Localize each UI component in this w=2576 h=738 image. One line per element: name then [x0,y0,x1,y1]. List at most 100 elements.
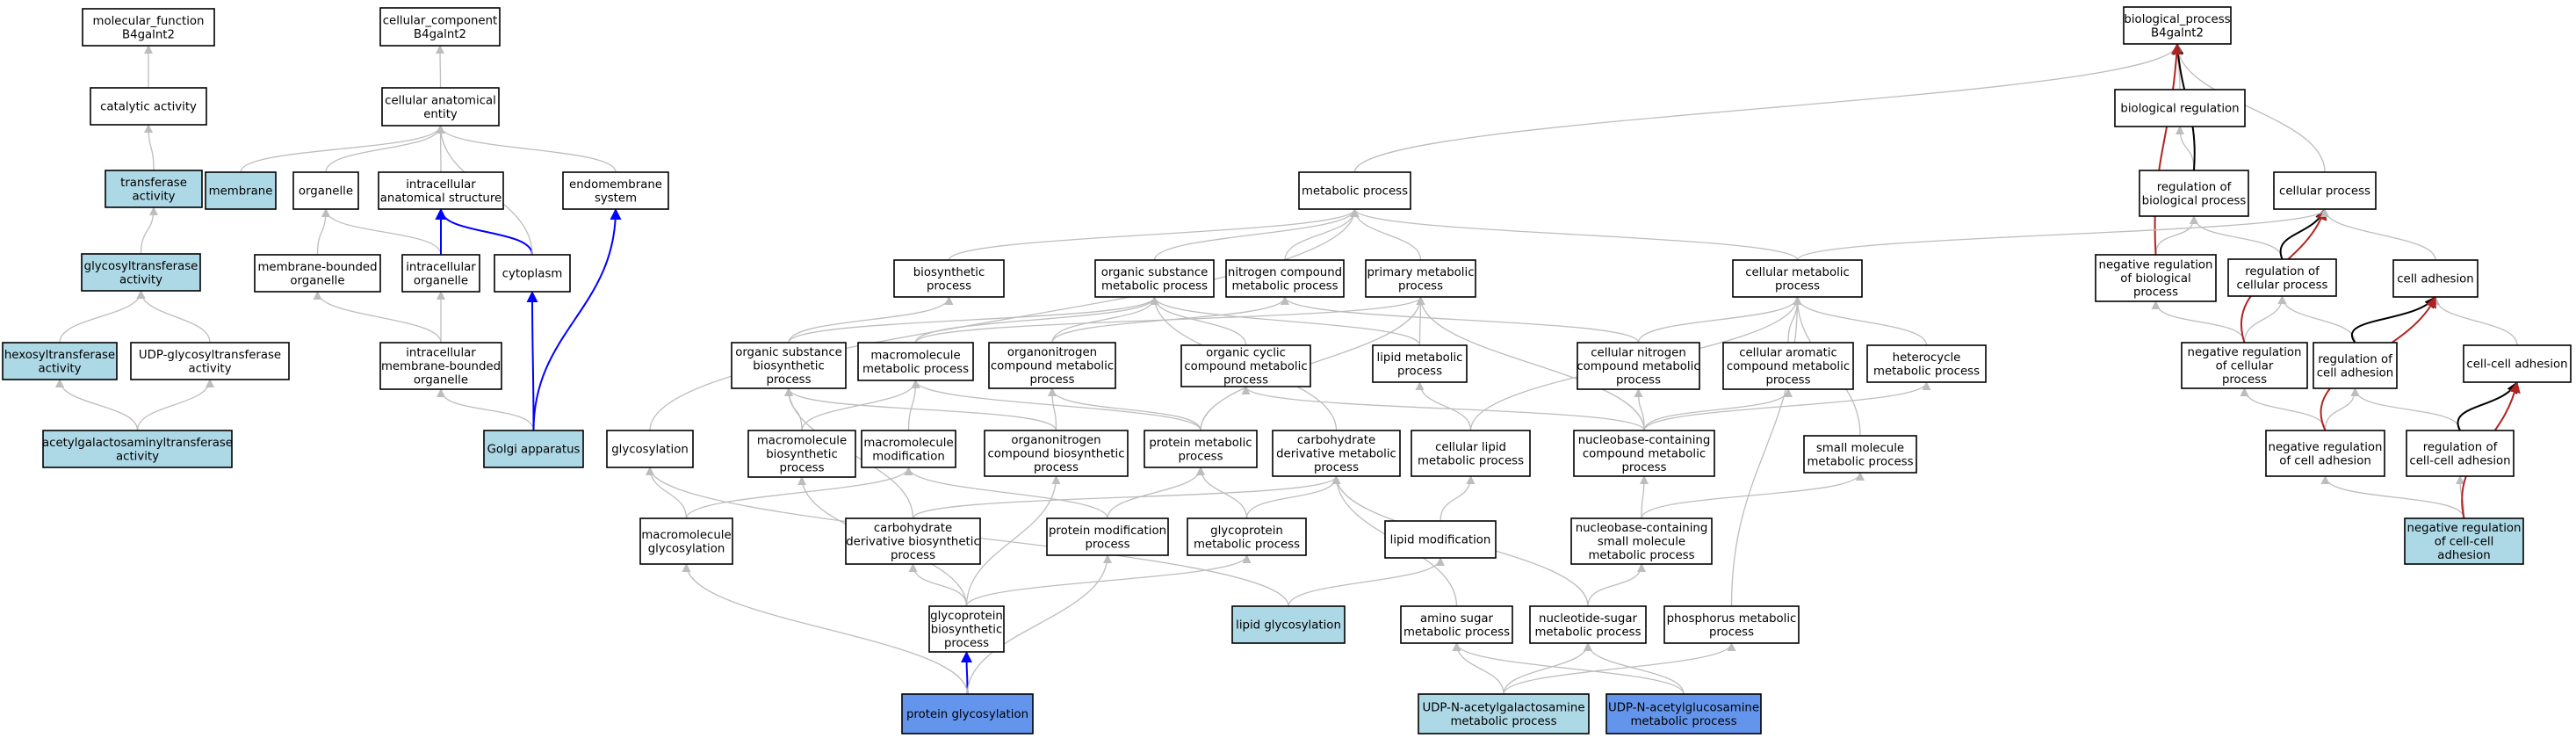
node-label-line: cell adhesion [2317,366,2394,380]
node-cell-adhesion[interactable]: cell adhesion [2392,259,2479,298]
node-label-line: compound metabolic [991,360,1114,373]
node-protein-glycosylation[interactable]: protein glycosylation [901,693,1034,734]
edge-is-a-lipid-glycosylation-to-lipid-modification [1288,557,1445,607]
node-box [1144,430,1258,468]
node-label-line: intracellular [406,347,476,360]
node-metabolic-process[interactable]: metabolic process [1298,171,1411,210]
node-cell-cell-adhesion[interactable]: cell-cell adhesion [2463,344,2572,383]
node-label-line: metabolic process [1403,626,1510,639]
node-box [130,342,290,380]
edge-is-a-nucleobase-containing-compound-metabolic-to-cellular-nitrogen-compound-metabolic [1634,388,1645,431]
node-biological-regulation[interactable]: biological regulation [2114,89,2246,127]
node-label-line: B4galnt2 [2151,26,2204,40]
node-label-line: carbohydrate [1297,434,1375,447]
node-box [205,171,277,210]
node-label-line: primary metabolic [1367,266,1474,279]
node-membrane[interactable]: membrane [205,171,277,210]
node-organelle[interactable]: organelle [292,171,359,210]
node-glycosylation[interactable]: glycosylation [606,430,694,468]
edge-is-a-organonitrogen-compound-metabolic-to-organic-substance-metabolic [1051,296,1159,344]
node-box [254,254,381,293]
edge-is-a-biosynthetic-process-to-metabolic-process [948,208,1360,261]
node-label-line: process [927,279,971,293]
node-lipid-glycosylation[interactable]: lipid glycosylation [1231,605,1346,644]
node-label-line: acetylgalactosaminyltransferase [42,437,233,450]
node-box [2114,89,2246,127]
node-lipid-modification[interactable]: lipid modification [1384,520,1497,559]
node-label-line: cellular lipid [1435,441,1506,454]
node-catalytic[interactable]: catalytic activity [90,87,207,126]
edge-is-a-protein-modification-to-protein-metabolic [1107,467,1205,519]
node-label-line: anatomical structure [380,192,501,205]
node-label-line: organelle [414,274,468,287]
node-label-line: cellular metabolic [1745,266,1850,279]
node-cytoplasm[interactable]: cytoplasm [494,254,571,293]
edge-is-a-nucleobase-containing-compound-metabolic-to-cellular-aromatic-compound-metabolic [1643,388,1793,431]
node-label-line: cytoplasm [502,268,563,281]
node-golgi[interactable]: Golgi apparatus [483,430,584,468]
node-label-line: process [1314,461,1359,474]
node-box [1418,693,1590,734]
edge-is-a-cell-adhesion-to-cellular-process [2320,208,2436,261]
edge-is-a-organonitrogen-compound-metabolic-to-nitrogen-compound-metabolic [1051,296,1289,344]
node-box [381,87,500,127]
node-cellular-process[interactable]: cellular process [2273,171,2377,210]
node-box [292,171,359,210]
node-label-line: process [1029,373,1074,387]
